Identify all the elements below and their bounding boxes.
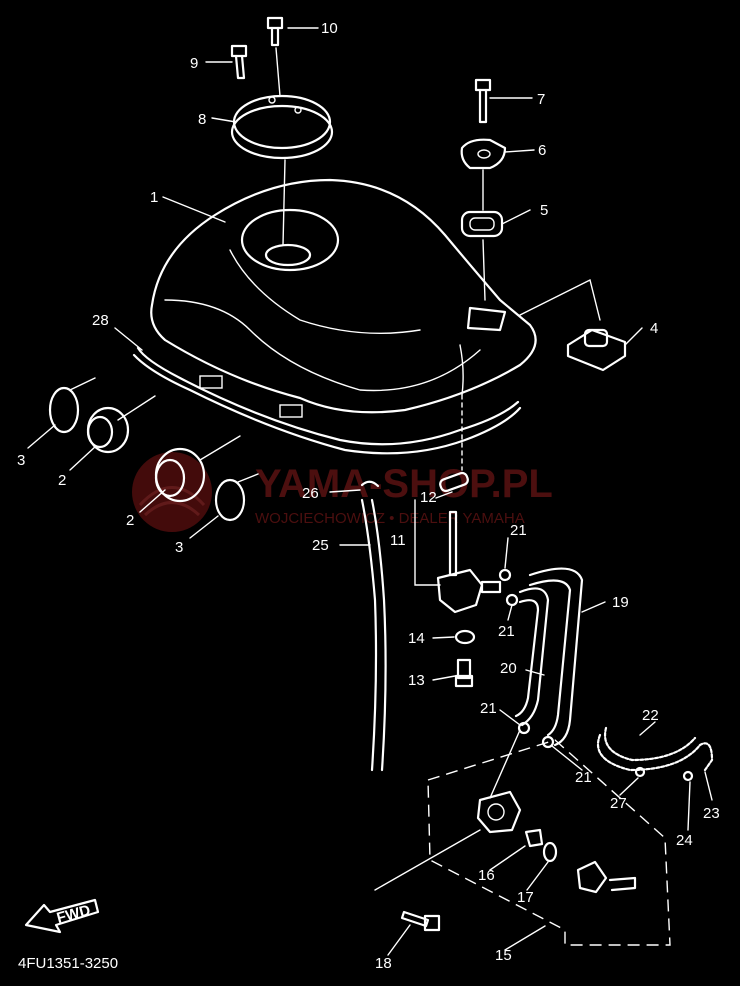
label-19: 19 <box>612 594 629 611</box>
label-21-d: 21 <box>575 769 592 786</box>
damper-4 <box>566 328 627 372</box>
fuel-tank-1 <box>150 178 537 414</box>
label-22: 22 <box>642 707 659 724</box>
label-17: 17 <box>517 889 534 906</box>
bolt-7 <box>474 78 492 124</box>
grommet-2-right <box>154 447 206 503</box>
label-1: 1 <box>150 189 158 206</box>
label-21-a: 21 <box>510 522 527 539</box>
tank-guard-28 <box>132 346 522 455</box>
label-7: 7 <box>537 91 545 108</box>
bolt-18 <box>400 910 441 932</box>
label-14: 14 <box>408 630 425 647</box>
label-20: 20 <box>500 660 517 677</box>
fwd-label: FWD <box>55 902 93 927</box>
grommet-5 <box>460 210 504 238</box>
label-21-b: 21 <box>498 623 515 640</box>
drawing-code: 4FU1351-3250 <box>18 955 118 972</box>
o-ring-17 <box>542 841 558 863</box>
label-8: 8 <box>198 111 206 128</box>
label-24: 24 <box>676 832 693 849</box>
label-13: 13 <box>408 672 425 689</box>
label-11: 11 <box>390 532 406 549</box>
part-labels: 10 9 8 1 7 6 5 4 28 3 2 2 3 26 25 11 12 … <box>17 20 720 972</box>
watermark-logo <box>132 452 212 532</box>
label-26: 25 <box>312 537 329 554</box>
bracket-6 <box>460 138 507 170</box>
fuel-hose-19 <box>528 567 584 747</box>
label-23: 23 <box>703 805 720 822</box>
cap-bolt-10 <box>266 16 284 47</box>
washer-14 <box>454 629 476 645</box>
drain-bolt-13 <box>454 658 474 688</box>
fitting <box>576 860 637 894</box>
label-3-right: 3 <box>175 539 183 556</box>
clip-3-left <box>48 377 96 434</box>
label-3-left: 3 <box>17 452 25 469</box>
label-6: 6 <box>538 142 546 159</box>
clip-25 <box>634 766 646 778</box>
label-4: 4 <box>650 320 658 337</box>
label-15: 15 <box>495 947 512 964</box>
fuel-cock-11 <box>436 510 502 614</box>
filler-cap-8 <box>230 94 334 160</box>
vacuum-hose-22 <box>597 726 714 772</box>
label-28: 28 <box>92 312 109 329</box>
label-12: 12 <box>420 489 437 506</box>
fwd-arrow: FWD <box>24 898 100 934</box>
gasket-12 <box>439 471 469 493</box>
watermark: YAMA-SHOP.PL WOJCIECHOWICZ • DEALER YAMA… <box>132 452 553 532</box>
cap-bolt-9 <box>230 44 248 80</box>
label-10: 10 <box>321 20 338 37</box>
watermark-title: YAMA-SHOP.PL <box>255 462 553 506</box>
fuel-hose-20 <box>514 587 550 727</box>
clip-3-right <box>214 473 259 522</box>
breather-hose-26 <box>360 498 387 772</box>
label-27: 26 <box>302 485 319 502</box>
leader-lines <box>27 27 713 956</box>
grommet-2-left <box>86 406 130 454</box>
label-21-c: 21 <box>480 700 497 717</box>
label-18: 18 <box>375 955 392 972</box>
watermark-subtitle: WOJCIECHOWICZ • DEALER YAMAHA <box>255 510 525 527</box>
label-9: 9 <box>190 55 198 72</box>
clip-27 <box>360 480 380 488</box>
label-25: 27 <box>610 795 627 812</box>
fuel-valve-15 <box>476 790 522 834</box>
clip-24 <box>682 770 694 782</box>
label-2-left: 2 <box>58 472 66 489</box>
cap-16 <box>524 828 544 848</box>
label-5: 5 <box>540 202 548 219</box>
label-16: 16 <box>478 867 495 884</box>
label-2-right: 2 <box>126 512 134 529</box>
